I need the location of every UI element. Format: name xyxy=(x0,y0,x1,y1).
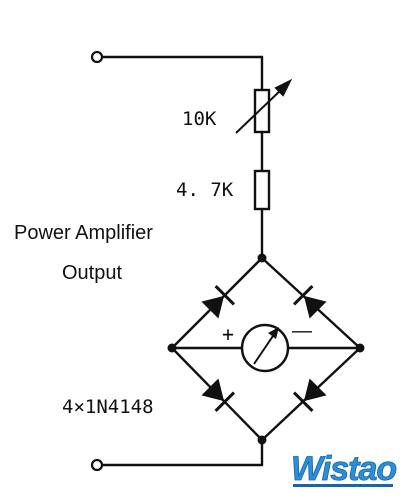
title-power-amplifier: Power Amplifier xyxy=(14,222,153,244)
diode-bottom-left xyxy=(201,378,236,413)
diode-top-right xyxy=(292,284,327,319)
meter-minus-label: — xyxy=(292,320,312,342)
meter-plus-label: + xyxy=(222,322,235,346)
title-output: Output xyxy=(62,262,123,284)
junction-top xyxy=(257,253,267,263)
potentiometer-arrow-icon xyxy=(235,78,293,134)
diode-top-left xyxy=(201,284,236,319)
diode-bottom-right xyxy=(292,378,327,413)
junction-bottom xyxy=(257,435,267,445)
logo-underline xyxy=(293,484,393,487)
resistor-4k7 xyxy=(253,169,271,211)
logo-text: Wistao xyxy=(291,450,396,488)
input-terminal-top xyxy=(90,50,104,64)
label-10k: 10K xyxy=(182,108,217,130)
potentiometer-10k xyxy=(253,88,271,134)
junction-left xyxy=(167,343,177,353)
meter-icon xyxy=(240,323,290,373)
wistao-logo-graphic: Wistao xyxy=(291,450,398,489)
label-diodes: 4×1N4148 xyxy=(62,396,154,418)
input-terminal-bottom xyxy=(90,458,104,472)
label-4k7: 4. 7K xyxy=(176,179,234,201)
wistao-logo: Wistao xyxy=(289,447,398,491)
junction-right xyxy=(355,343,365,353)
